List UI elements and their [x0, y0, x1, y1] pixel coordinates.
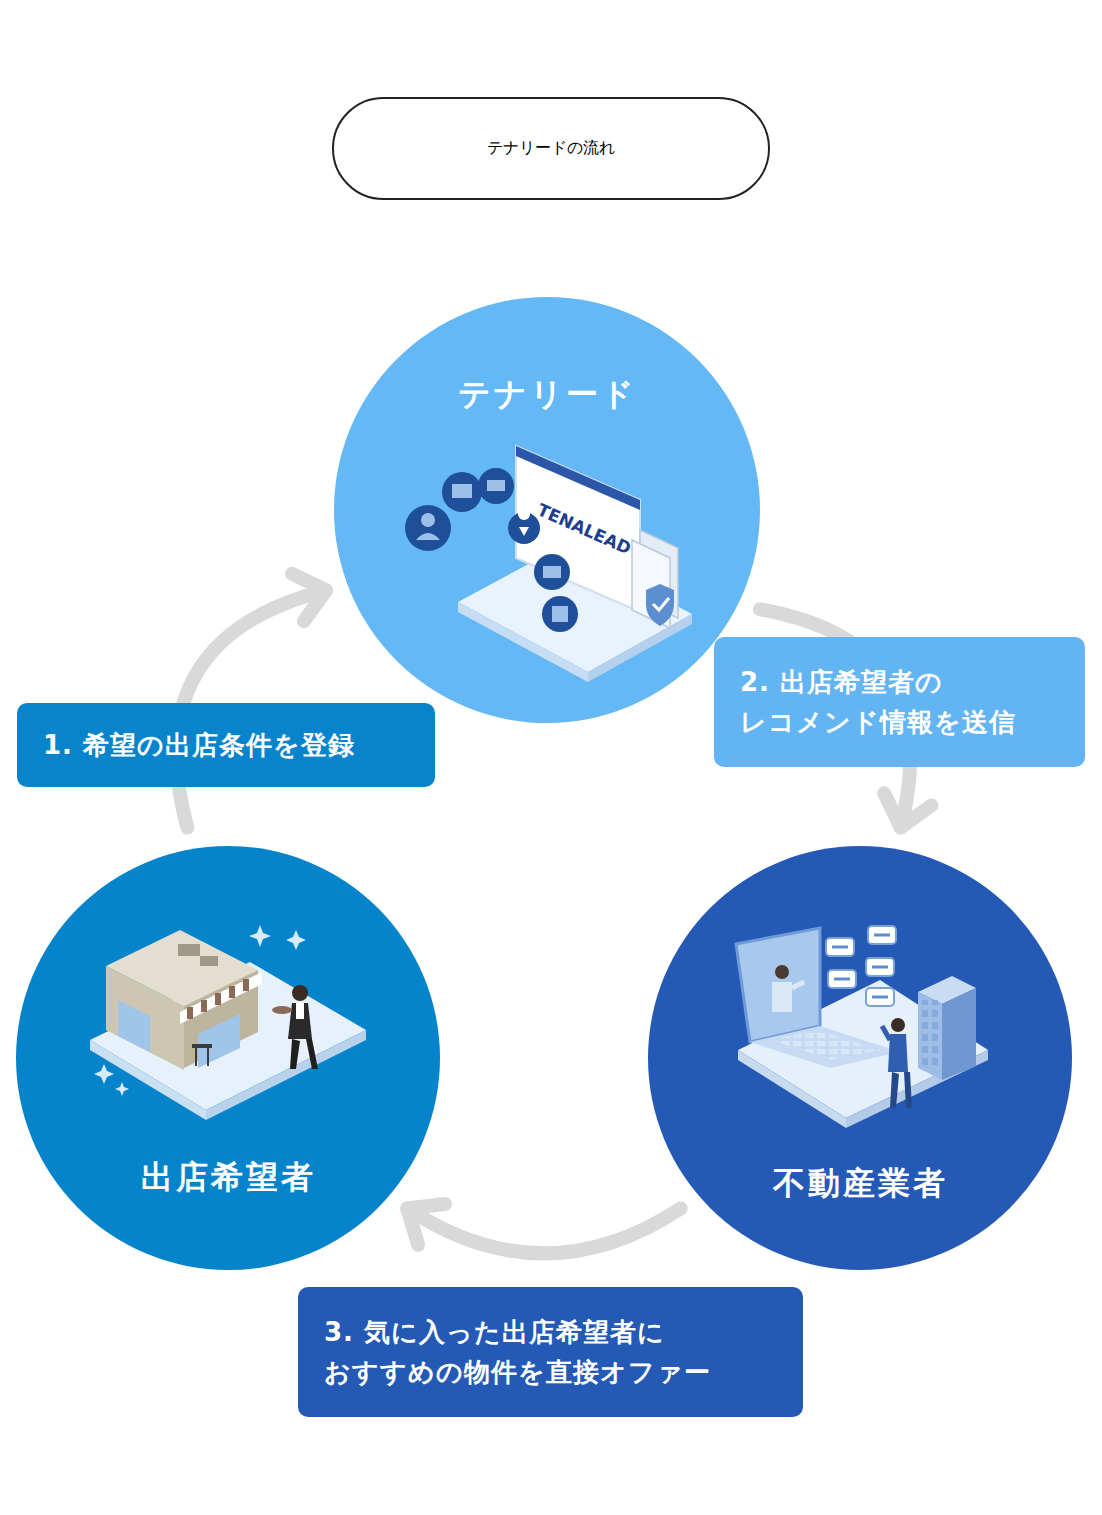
illustration-part	[416, 533, 440, 540]
illustration-part	[646, 584, 674, 626]
edge-label-box: 3. 気に入った出店希望者に おすすめの物件を直接オファー	[298, 1287, 803, 1417]
illustration-part	[890, 1072, 912, 1108]
illustration-part	[920, 1000, 940, 1066]
illustration-part	[405, 505, 451, 551]
illustration-part	[118, 1000, 150, 1052]
illustration-part	[750, 1026, 900, 1068]
circle-label: 出店希望者	[16, 1156, 440, 1200]
illustration-part	[196, 1048, 208, 1066]
illustration-part	[772, 982, 792, 1012]
illustration-part	[542, 596, 578, 632]
shop-illustration	[90, 925, 366, 1120]
title-pill: テナリードの流れ	[332, 97, 770, 200]
flow-arrow	[176, 574, 326, 828]
illustration-part	[192, 1044, 212, 1048]
illustration-part	[516, 446, 640, 510]
illustration-part	[792, 982, 804, 988]
illustration-part	[478, 468, 514, 504]
illustration-part	[552, 606, 568, 622]
arrow-head	[884, 793, 931, 827]
illustration-part	[421, 513, 435, 527]
illustration-part	[190, 979, 246, 1019]
circle-label: 不動産業者	[648, 1162, 1072, 1206]
illustration-part	[518, 508, 530, 536]
illustration-part	[942, 988, 976, 1080]
illustration-part	[888, 1034, 908, 1072]
illustration-part	[487, 480, 505, 491]
illustration-part	[452, 484, 472, 498]
illustration-part	[588, 614, 692, 682]
illustration-part	[543, 566, 561, 578]
edge-label-box: 1. 希望の出店条件を登録	[17, 703, 435, 787]
illustration-part	[290, 1039, 318, 1069]
illustration-part	[918, 992, 942, 1080]
realtor-illustration	[736, 926, 988, 1128]
illustration-part	[288, 1003, 312, 1039]
illustration-part	[832, 935, 890, 997]
illustration-part	[184, 970, 258, 1068]
illustration-part	[653, 598, 669, 610]
illustration-part	[775, 965, 789, 979]
platform-illustration: TENALEAD	[405, 446, 692, 682]
illustration-part	[296, 1003, 304, 1019]
illustration-part	[770, 1030, 880, 1060]
illustration-part	[198, 1014, 240, 1068]
illustration-part	[200, 956, 218, 966]
illustration-part	[292, 985, 308, 1001]
illustration-part	[94, 925, 306, 1096]
edge-label-text: 1. 希望の出店条件を登録	[43, 725, 355, 765]
logo-text: TENALEAD	[534, 499, 634, 558]
illustration-part	[891, 1018, 905, 1032]
illustration-part	[738, 980, 988, 1118]
illustration-part	[272, 1006, 292, 1014]
flow-arrow-line	[407, 1208, 680, 1253]
edge-label-text: 3. 気に入った出店希望者に おすすめの物件を直接オファー	[324, 1312, 777, 1393]
edge-label-text: 2. 出店希望者の レコメンド情報を送信	[740, 662, 1059, 743]
flow-arrow	[407, 1204, 680, 1253]
illustration-part	[882, 1026, 890, 1040]
edge-label-box: 2. 出店希望者の レコメンド情報を送信	[714, 637, 1085, 767]
circle-label: テナリード	[334, 373, 760, 417]
arrow-head	[407, 1204, 445, 1245]
illustration-part	[106, 966, 184, 1070]
illustration-part	[442, 472, 482, 512]
arrow-head	[292, 574, 326, 621]
illustration-part	[180, 972, 262, 1024]
illustration-part	[736, 928, 820, 1042]
title-text: テナリードの流れ	[487, 138, 615, 159]
illustration-part	[178, 944, 200, 956]
illustration-part	[534, 554, 570, 590]
